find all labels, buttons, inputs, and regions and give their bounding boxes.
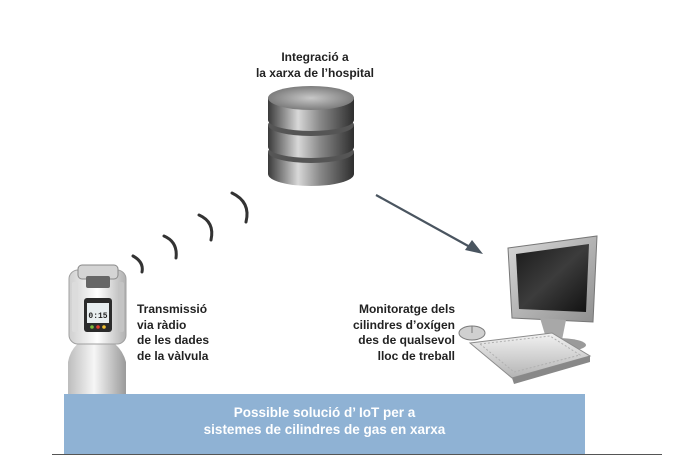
monitoring-label: Monitoratge dels cilindres d’oxígen des … [352, 302, 455, 363]
solution-banner: Possible solució d’ IoT per a sistemes d… [64, 394, 585, 454]
valve-display-readout: 0:15 [88, 312, 107, 321]
integration-label: Integració a la xarxa de l’hospital [255, 50, 375, 80]
transmission-label: Transmissió via ràdio de les dades de la… [137, 302, 210, 363]
baseline-divider [52, 454, 662, 455]
banner-text: Possible solució d’ IoT per a sistemes d… [203, 405, 446, 437]
